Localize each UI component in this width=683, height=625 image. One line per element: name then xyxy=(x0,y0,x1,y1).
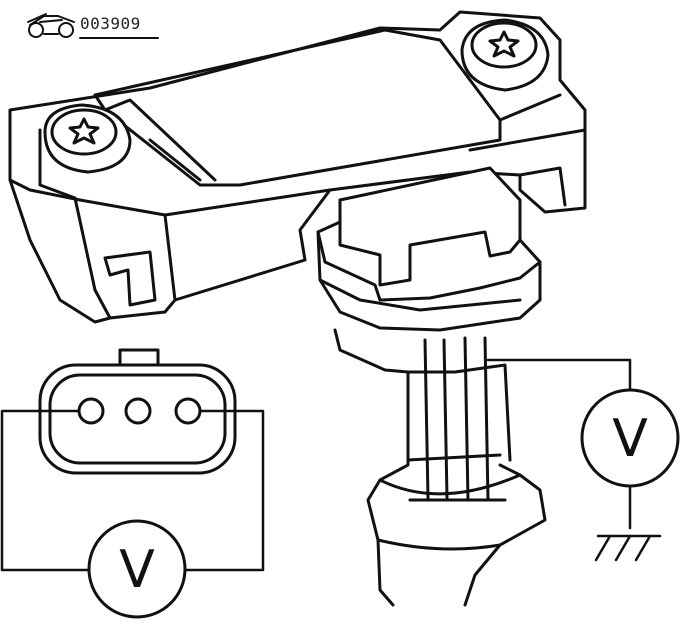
connector-plug-cable xyxy=(333,328,547,607)
sensor-connector xyxy=(316,166,542,332)
connector-pin-3 xyxy=(174,397,202,425)
diagram-code: 003909 xyxy=(80,14,141,33)
voltmeter-left-label: V xyxy=(119,540,155,600)
screw-right xyxy=(460,18,550,92)
connector-pin-2 xyxy=(124,397,152,425)
connector-face xyxy=(38,348,237,475)
screw-left xyxy=(43,103,132,174)
car-logo-icon xyxy=(27,13,75,38)
ground-symbol-icon xyxy=(594,534,662,562)
voltmeter-right-label: V xyxy=(612,409,648,469)
voltmeter-right: V xyxy=(580,388,680,488)
map-sensor-body xyxy=(8,10,587,324)
connector-pin-1 xyxy=(77,397,105,425)
right-meter-wiring xyxy=(486,358,632,530)
left-meter-wiring xyxy=(0,409,265,572)
voltmeter-left: V xyxy=(87,519,187,619)
